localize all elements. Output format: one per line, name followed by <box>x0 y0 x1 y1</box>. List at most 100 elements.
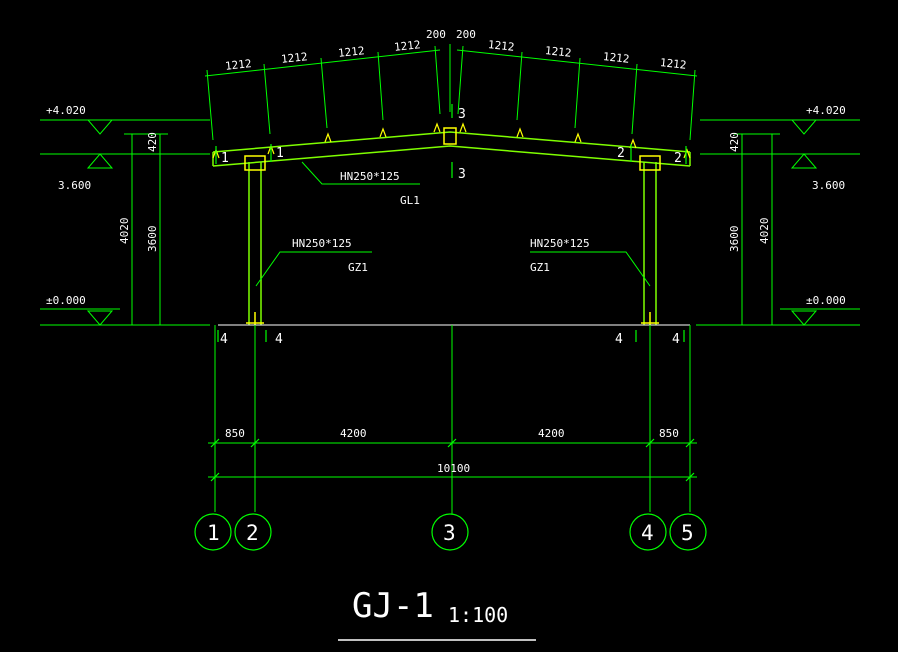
roof-dim-text: 1212 <box>544 44 572 60</box>
column-mark-label-right: GZ1 <box>530 261 550 274</box>
vdim-total-left-text: 4020 <box>118 218 131 245</box>
section-mark-2b: 2 <box>674 151 682 166</box>
purlin-cleat <box>459 122 467 133</box>
roof-dim-ext <box>457 45 464 115</box>
axis-label-3: 3 <box>443 521 456 545</box>
section-mark-labels: 1 1 2 2 3 3 4 4 4 4 <box>220 107 682 347</box>
beam-section-label: HN250*125 <box>340 170 400 183</box>
roof-dim-text: 1212 <box>224 57 252 73</box>
beam-leader <box>301 161 420 185</box>
vdim-total-right-text: 4020 <box>758 218 771 245</box>
roof-dim-text: 1212 <box>487 38 515 54</box>
ridge-connection <box>443 127 457 145</box>
axis-bubble-3 <box>431 513 469 551</box>
dim-text-4200-right: 4200 <box>538 427 565 440</box>
dim-tick <box>250 438 260 448</box>
purlin-cleat <box>433 122 441 133</box>
section-mark-3b: 3 <box>458 167 466 182</box>
roof-dim-text: 200 <box>456 28 476 41</box>
member-leaders <box>255 161 651 287</box>
axis-bubble-4 <box>629 513 667 551</box>
right-elevation-texts: +4.020 3.600 ±0.000 420 3600 4020 <box>728 104 846 307</box>
purlin-cleat <box>379 127 387 138</box>
axis-labels: 1 2 3 4 5 <box>207 521 694 545</box>
left-elevation-texts: +4.020 3.600 ±0.000 420 4020 3600 <box>46 104 159 307</box>
column-section-label-left: HN250*125 <box>292 237 352 250</box>
section-mark-1a: 1 <box>221 151 229 166</box>
axis-label-4: 4 <box>641 521 654 545</box>
elev-triangle-top-left <box>86 119 114 135</box>
vdim-column-left-text: 3600 <box>146 226 159 253</box>
section-marks <box>215 104 687 342</box>
roof-dim-ext <box>689 69 696 141</box>
roof-dim-text: 1212 <box>659 56 687 72</box>
drawing-title-block: GJ-1 1:100 <box>338 586 536 641</box>
connections <box>244 127 661 325</box>
axis-label-2: 2 <box>246 521 259 545</box>
dim-tick <box>645 438 655 448</box>
column-leader-left <box>255 251 372 287</box>
elev-top-right: +4.020 <box>806 104 846 117</box>
axis-bubble-1 <box>194 513 232 551</box>
dim-text-4200-left: 4200 <box>340 427 367 440</box>
section-mark-4b: 4 <box>275 332 283 347</box>
section-mark-4a: 4 <box>220 332 228 347</box>
elev-ground-left: ±0.000 <box>46 294 86 307</box>
dim-tick <box>447 438 457 448</box>
roof-dim-ext <box>516 51 523 121</box>
axis-bubble-5 <box>669 513 707 551</box>
right-elevation-marks <box>700 119 860 326</box>
knee-connection-right <box>639 155 661 171</box>
elev-ground-right: ±0.000 <box>806 294 846 307</box>
purlin-cleat <box>683 148 691 159</box>
section-mark-2a: 2 <box>617 146 625 161</box>
dim-tick <box>210 438 220 448</box>
axis-bubble-2 <box>234 513 272 551</box>
vdim-overhang-right: 420 <box>728 132 741 152</box>
member-labels: HN250*125 GL1 HN250*125 GZ1 HN250*125 GZ… <box>292 170 590 274</box>
section-mark-4d: 4 <box>672 332 680 347</box>
dim-tick <box>210 472 220 482</box>
dim-tick <box>685 472 695 482</box>
column-mark-label-left: GZ1 <box>348 261 368 274</box>
beam-mark-label: GL1 <box>400 194 420 207</box>
elev-top-left: +4.020 <box>46 104 86 117</box>
roof-dim-ext <box>434 45 441 115</box>
roof-dim-ext <box>263 63 271 135</box>
vdim-column-right-text: 3600 <box>728 226 741 253</box>
roof-dimension-texts: 1212 1212 1212 1212 200 200 1212 1212 12… <box>224 28 687 73</box>
roof-dim-ext <box>206 69 214 141</box>
drawing-scale: 1:100 <box>448 603 508 627</box>
vdim-overhang-left: 420 <box>146 132 159 152</box>
roof-dim-text: 200 <box>426 28 446 41</box>
dim-text-850-left: 850 <box>225 427 245 440</box>
rafter-gl1 <box>212 131 691 153</box>
purlin-cleat <box>574 132 582 143</box>
roof-dim-text: 1212 <box>337 44 365 60</box>
roof-dim-line-left <box>204 49 441 77</box>
dim-text-overall: 10100 <box>437 462 470 475</box>
axis-bubbles <box>194 513 707 551</box>
roof-dim-text: 1212 <box>602 50 630 66</box>
axis-label-1: 1 <box>207 521 220 545</box>
knee-connection-left <box>244 155 266 171</box>
purlin-cleat <box>516 127 524 138</box>
roof-dim-text: 1212 <box>280 50 308 66</box>
section-mark-4c: 4 <box>615 332 623 347</box>
roof-dim-ext <box>574 57 581 129</box>
roof-dim-ext <box>631 63 638 135</box>
roof-dimension-chain <box>204 44 698 141</box>
steel-frame <box>212 131 691 325</box>
dim-text-850-right: 850 <box>659 427 679 440</box>
section-mark-3a: 3 <box>458 107 466 122</box>
roof-dim-line-right <box>456 49 698 77</box>
elev-triangle-top-right <box>790 119 818 135</box>
elev-eaves-right: 3.600 <box>812 179 845 192</box>
axis-label-5: 5 <box>681 521 694 545</box>
dim-tick <box>685 438 695 448</box>
elev-eaves-left: 3.600 <box>58 179 91 192</box>
dim-ticks <box>210 438 695 482</box>
roof-dim-ext <box>377 51 384 121</box>
elev-triangle-ground-right <box>790 310 818 326</box>
